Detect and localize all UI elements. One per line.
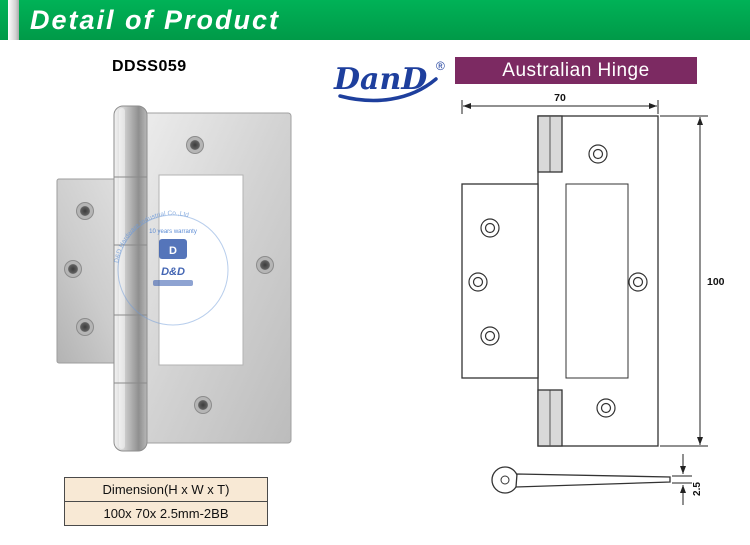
thickness-dimension [672,454,692,505]
width-dimension [461,100,659,114]
registered-trademark-icon: ® [436,59,445,73]
width-dimension-label: 70 [554,92,566,104]
watermark-ribbon [153,280,193,286]
watermark-logo-letter: D [169,245,177,257]
drawing-screw-holes [468,144,648,418]
hinge-photo-cutout [158,174,244,366]
watermark-logo-icon [159,239,187,259]
height-dimension [660,115,708,447]
watermark-circle [117,214,229,326]
brand-name: DanD [333,62,427,97]
hinge-photo-screw-holes [64,136,274,414]
spec-table: Dimension(H x W x T) 100x 70x 2.5mm-2BB [64,477,268,526]
brand-swoosh [338,77,438,103]
page-header: Detail of Product [0,0,750,40]
spec-table-value: 100x 70x 2.5mm-2BB [65,501,267,525]
hinge-photo-right-leaf [142,112,292,444]
height-dimension-label: 100 [707,276,725,288]
brand-logo-graphic: DanD ® [333,59,445,103]
technical-drawing: 70 100 2.5 [461,92,725,505]
watermark-warranty-text: 10 years warranty [149,229,197,235]
watermark-logo-text: D&D [161,266,185,278]
page-title: Detail of Product [30,5,281,35]
thickness-dimension-label: 2.5 [692,482,703,496]
drawing-side-view [491,466,671,494]
spec-table-header: Dimension(H x W x T) [102,482,230,497]
header-stripe-decoration [8,0,19,40]
drawing-front-view [461,115,659,447]
product-code: DDSS059 [112,58,187,75]
hinge-photo-barrel [113,105,148,452]
category-banner: Australian Hinge [455,57,697,84]
product-photo-hinge: D&D Hardware Industrial Co.,Ltd 10 years… [56,105,292,452]
brand-logo: DanD ® [322,55,457,114]
